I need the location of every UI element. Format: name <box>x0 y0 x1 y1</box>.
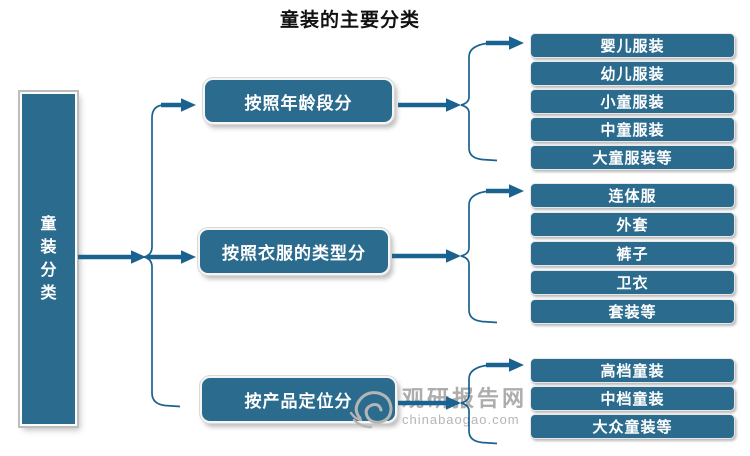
category-item: 外套 <box>530 212 735 237</box>
category-item: 卫衣 <box>530 270 735 295</box>
category-item: 大众童装等 <box>530 414 735 439</box>
branch-box-age-label: 按照年龄段分 <box>244 93 353 113</box>
branch-box-age: 按照年龄段分 <box>203 78 394 124</box>
category-item: 中童服装 <box>530 117 735 142</box>
watermark-logo-icon <box>349 391 393 429</box>
branch-box-type: 按照衣服的类型分 <box>198 228 390 275</box>
root-box-label: 童装分类 <box>40 216 57 302</box>
watermark-site-url: chinabaogao.com <box>402 412 520 427</box>
category-item: 高档童装 <box>530 358 735 383</box>
root-box: 童装分类 <box>20 92 77 426</box>
category-item: 中档童装 <box>530 386 735 411</box>
watermark-site-name: 观研报告网 <box>402 386 528 411</box>
category-item: 大童服装等 <box>530 145 735 170</box>
branch-box-positioning-label: 按产品定位分 <box>244 392 353 411</box>
category-item: 裤子 <box>530 241 735 266</box>
watermark: 观研报告网 chinabaogao.com <box>348 386 527 434</box>
branch-box-type-label: 按照衣服的类型分 <box>222 244 366 263</box>
diagram-title: 童装的主要分类 <box>279 10 420 31</box>
branch-box-positioning: 按产品定位分 <box>200 376 397 423</box>
category-item: 套装等 <box>530 299 735 324</box>
category-item: 连体服 <box>530 183 735 208</box>
category-item: 幼儿服装 <box>530 61 735 86</box>
category-item: 婴儿服装 <box>530 33 735 58</box>
category-item: 小童服装 <box>530 89 735 114</box>
